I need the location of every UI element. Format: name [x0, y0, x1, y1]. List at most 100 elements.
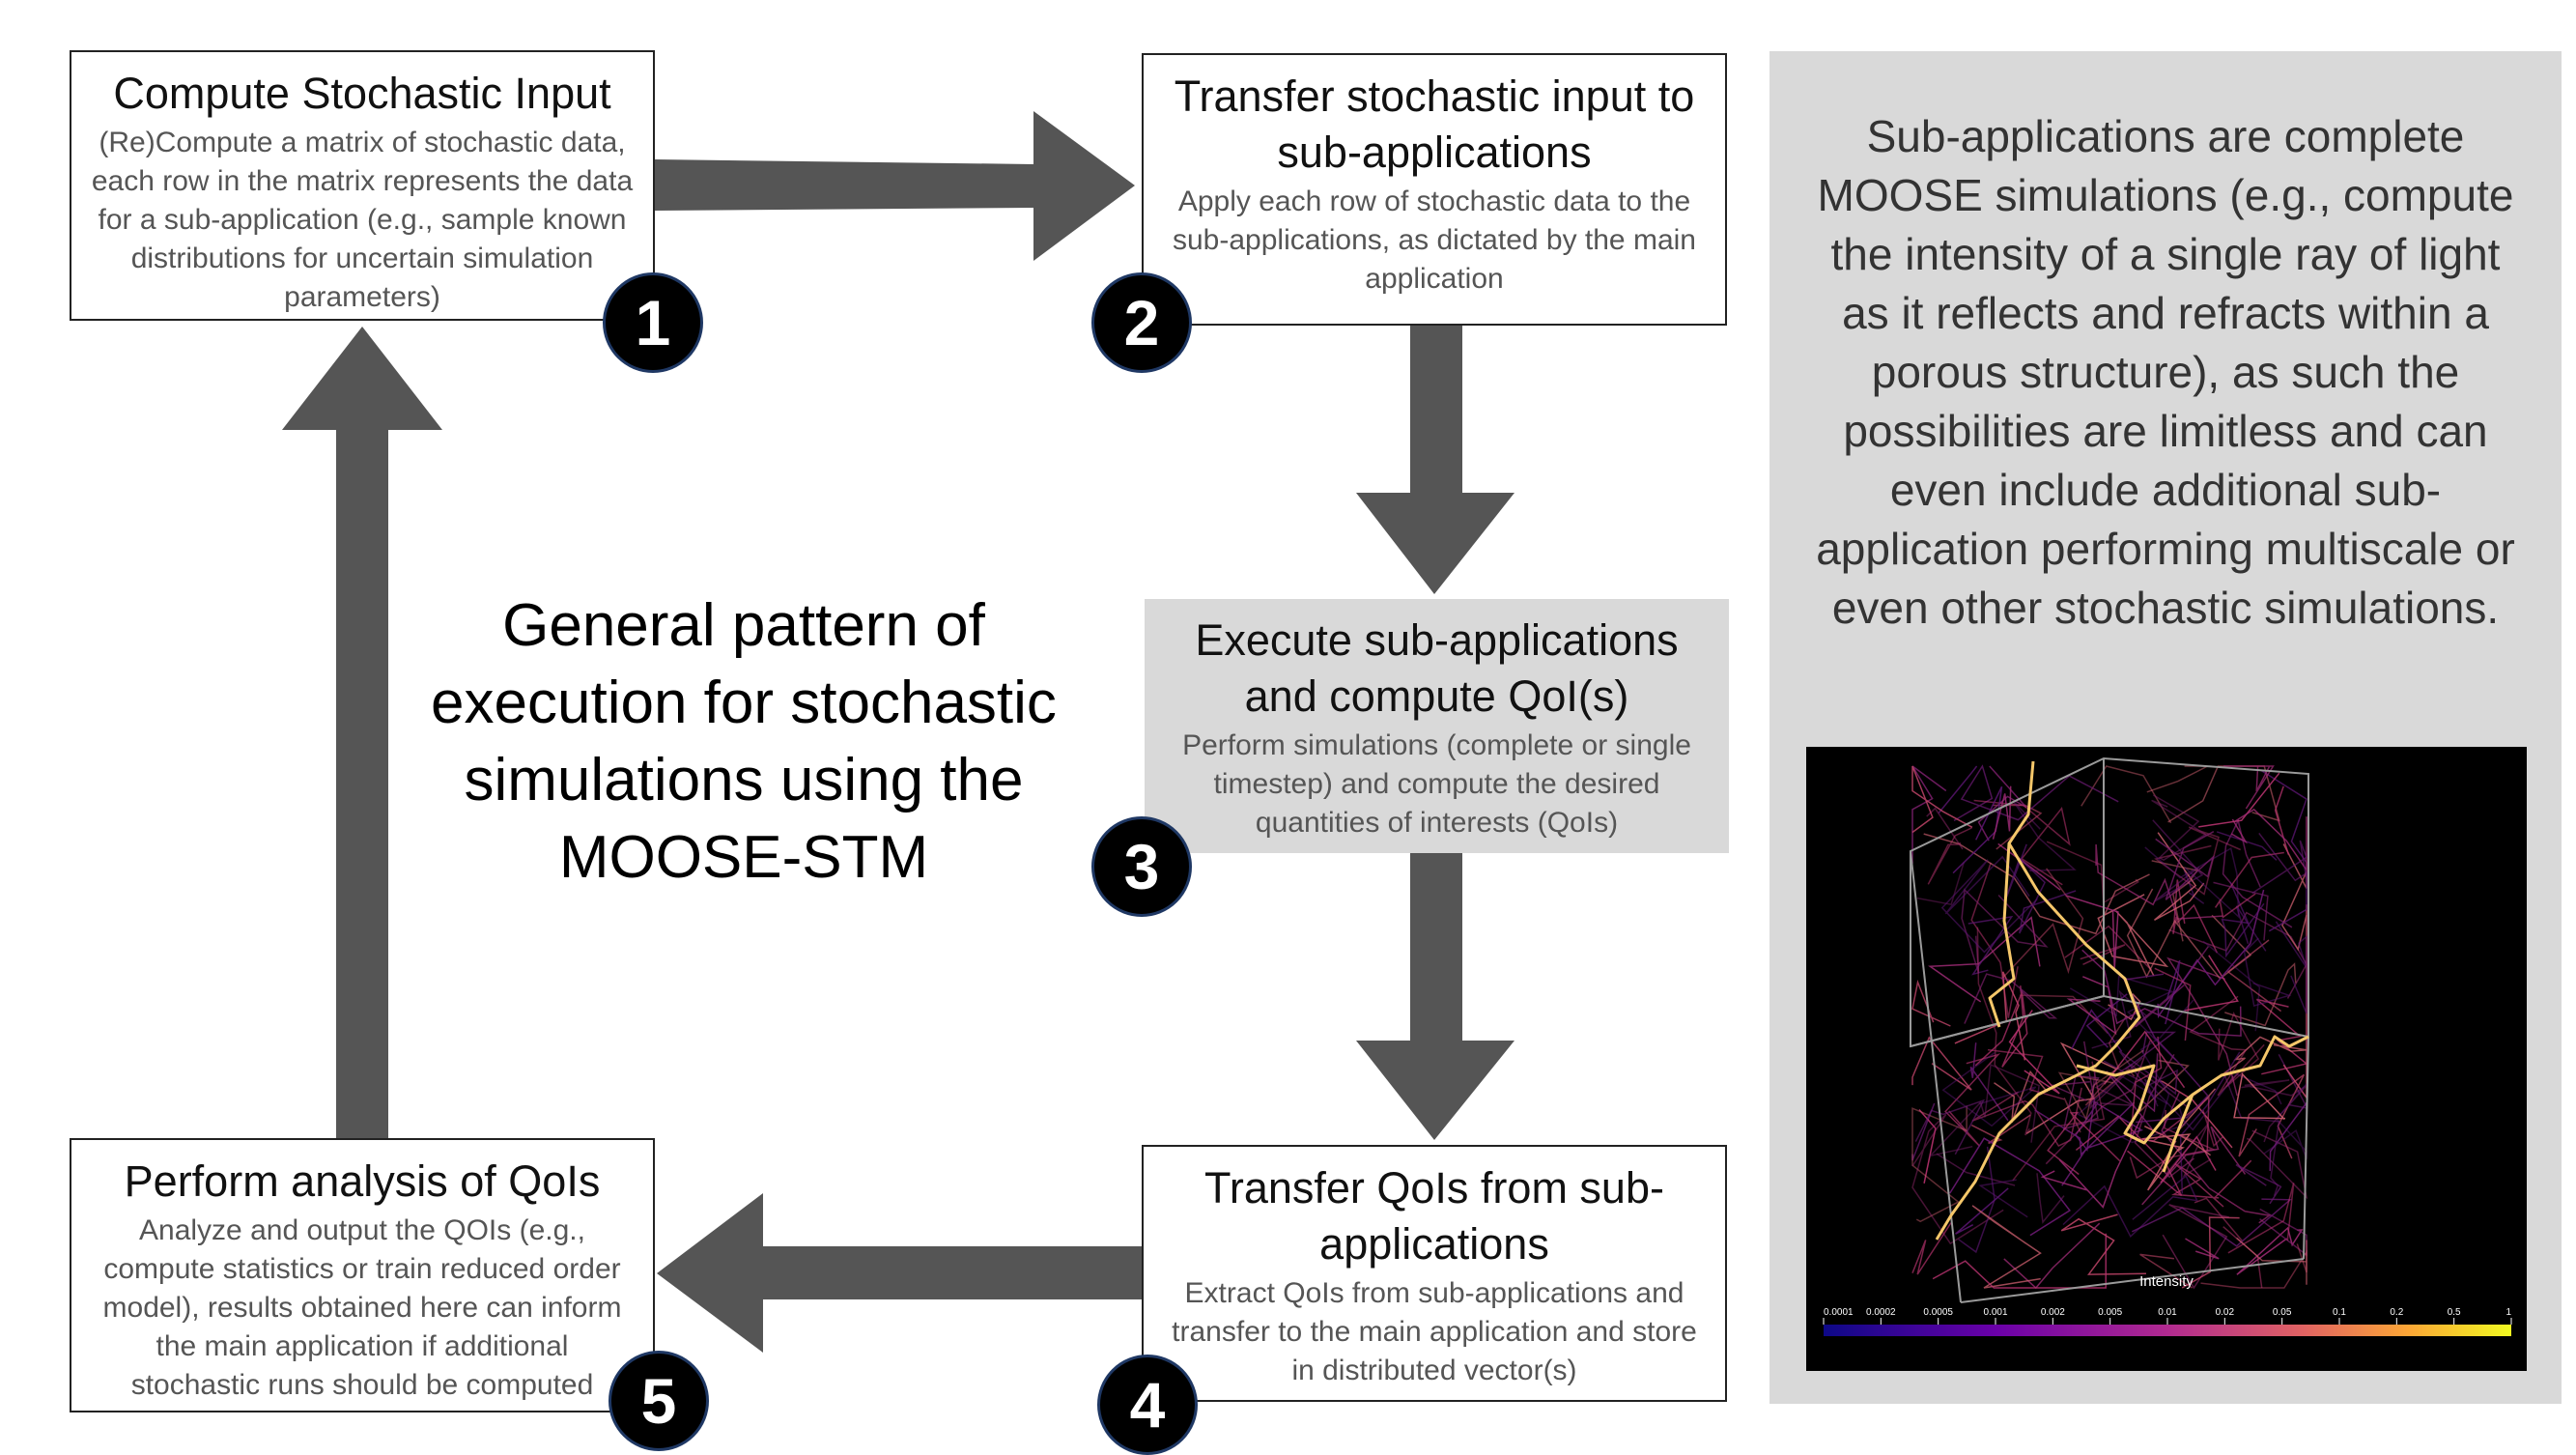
- ray-path: [2241, 1079, 2307, 1143]
- ray-path: [2214, 851, 2284, 919]
- step-4-title: Transfer QoIs from sub-applications: [1204, 1163, 1664, 1269]
- ray-path: [1970, 1114, 2031, 1145]
- ray-path: [2174, 1088, 2217, 1156]
- ray-path: [2200, 1243, 2307, 1289]
- ray-path: [2194, 1197, 2243, 1241]
- colorbar-tick-label: 0.02: [2216, 1307, 2235, 1318]
- arrow-step1-to-step2: [655, 111, 1135, 261]
- ray-path: [2095, 843, 2223, 920]
- ray-path: [1958, 1146, 1996, 1254]
- ray-path: [1932, 1233, 2108, 1289]
- ray-path: [1976, 927, 2032, 1136]
- ray-path: [1911, 1102, 1936, 1161]
- ray-path: [2226, 939, 2282, 1013]
- ray-path: [2165, 959, 2181, 1025]
- diagram-title: General pattern of execution for stochas…: [431, 592, 1057, 891]
- colorbar-tick-label: 0.5: [2448, 1307, 2461, 1318]
- colorbar-tick-label: 0.002: [2041, 1307, 2065, 1318]
- arrow-step2-to-step3: [1356, 326, 1514, 594]
- ray-path: [2036, 1173, 2065, 1224]
- ray-path: [2085, 993, 2128, 1048]
- ray-path: [1914, 1098, 1986, 1155]
- ray-path: [1926, 807, 1964, 850]
- arrow-step3-to-step4: [1356, 850, 1514, 1140]
- ray-path: [1973, 799, 2071, 886]
- ray-path: [2151, 860, 2199, 942]
- ray-path: [2020, 994, 2109, 1035]
- ray-path: [2198, 772, 2280, 828]
- ray-path: [2065, 895, 2119, 969]
- colorbar-tick-label: 0.0001: [1824, 1307, 1854, 1318]
- ray-path: [2238, 1073, 2306, 1159]
- ray-path: [1967, 915, 2014, 976]
- step-5-description: Analyze and output the QOIs (e.g., compu…: [102, 1214, 622, 1401]
- step-5-box: Perform analysis of QoIs Analyze and out…: [70, 1138, 655, 1412]
- ray-path: [1911, 765, 1973, 834]
- ray-path: [2236, 1237, 2307, 1285]
- ray-path: [2141, 1126, 2247, 1206]
- step-3-box: Execute sub-applications and compute QoI…: [1145, 599, 1729, 853]
- ray-path: [2275, 921, 2307, 1014]
- ray-path: [2000, 868, 2084, 980]
- step-1-description: (Re)Compute a matrix of stochastic data,…: [91, 127, 634, 313]
- ray-path: [2003, 1222, 2101, 1290]
- step-1-title: Compute Stochastic Input: [113, 69, 611, 118]
- step-5-title: Perform analysis of QoIs: [124, 1156, 601, 1206]
- step-4-description: Extract QoIs from sub-applications and t…: [1172, 1277, 1697, 1386]
- step-4-box: Transfer QoIs from sub-applications Extr…: [1142, 1145, 1727, 1402]
- ray-path: [2167, 765, 2280, 823]
- step-1-badge: 1: [603, 272, 703, 373]
- ray-path: [2157, 889, 2265, 1019]
- ray-path: [2097, 894, 2169, 977]
- ray-path: [2222, 818, 2293, 928]
- ray-path: [2179, 1051, 2241, 1194]
- ray-path: [2151, 794, 2207, 861]
- colorbar-tick-label: 0.2: [2390, 1307, 2403, 1318]
- ray-path: [1978, 1179, 2028, 1218]
- ray-path: [2223, 765, 2275, 810]
- step-2-title: Transfer stochastic input to sub-applica…: [1174, 71, 1695, 177]
- ray-path: [2134, 1054, 2194, 1179]
- ray-path: [2233, 1072, 2286, 1121]
- ray-path: [2162, 1204, 2229, 1290]
- step-4-badge: 4: [1097, 1355, 1198, 1455]
- step-5-badge: 5: [609, 1351, 709, 1451]
- colorbar-tick-label: 0.001: [1983, 1307, 2007, 1318]
- ray-path: [1971, 1205, 2042, 1289]
- ray-path: [1987, 1048, 2065, 1100]
- ray-path: [1949, 1137, 2071, 1237]
- ray-path: [2069, 975, 2177, 1062]
- ray-path: [1911, 1105, 1967, 1223]
- ray-path: [2034, 1101, 2136, 1156]
- ray-path: [1918, 1109, 1937, 1184]
- step-3-title: Execute sub-applications and compute QoI…: [1195, 615, 1679, 721]
- ray-path: [2123, 973, 2209, 1124]
- ray-path: [2071, 1009, 2123, 1052]
- ray-path: [1941, 1051, 2037, 1127]
- ray-path: [2227, 1183, 2295, 1254]
- ray-path: [1970, 862, 2019, 1018]
- ray-path: [2081, 765, 2172, 824]
- ray-path: [2274, 785, 2290, 855]
- ray-path: [2047, 1111, 2121, 1176]
- ray-path: [2213, 881, 2269, 941]
- ray-path: [2216, 831, 2278, 861]
- ray-path: [2223, 1073, 2280, 1197]
- ray-path: [2008, 1010, 2060, 1095]
- ray-path: [2062, 1175, 2198, 1239]
- ray-path: [2161, 1092, 2272, 1224]
- ray-path: [2221, 881, 2265, 958]
- step-2-badge: 2: [1091, 272, 1192, 373]
- ray-path: [2146, 765, 2208, 793]
- ray-path: [1911, 1036, 1972, 1091]
- ray-path: [2060, 1213, 2147, 1275]
- ray-path: [2224, 962, 2297, 1027]
- ray-path: [2202, 1109, 2224, 1148]
- ray-path: [2202, 940, 2261, 1032]
- ray-path: [2235, 905, 2267, 952]
- colorbar-tick-label: 0.01: [2158, 1307, 2177, 1318]
- colorbar-tick-label: 1: [2505, 1307, 2511, 1318]
- ray-path: [2185, 1238, 2220, 1260]
- ray-path: [2247, 1129, 2308, 1200]
